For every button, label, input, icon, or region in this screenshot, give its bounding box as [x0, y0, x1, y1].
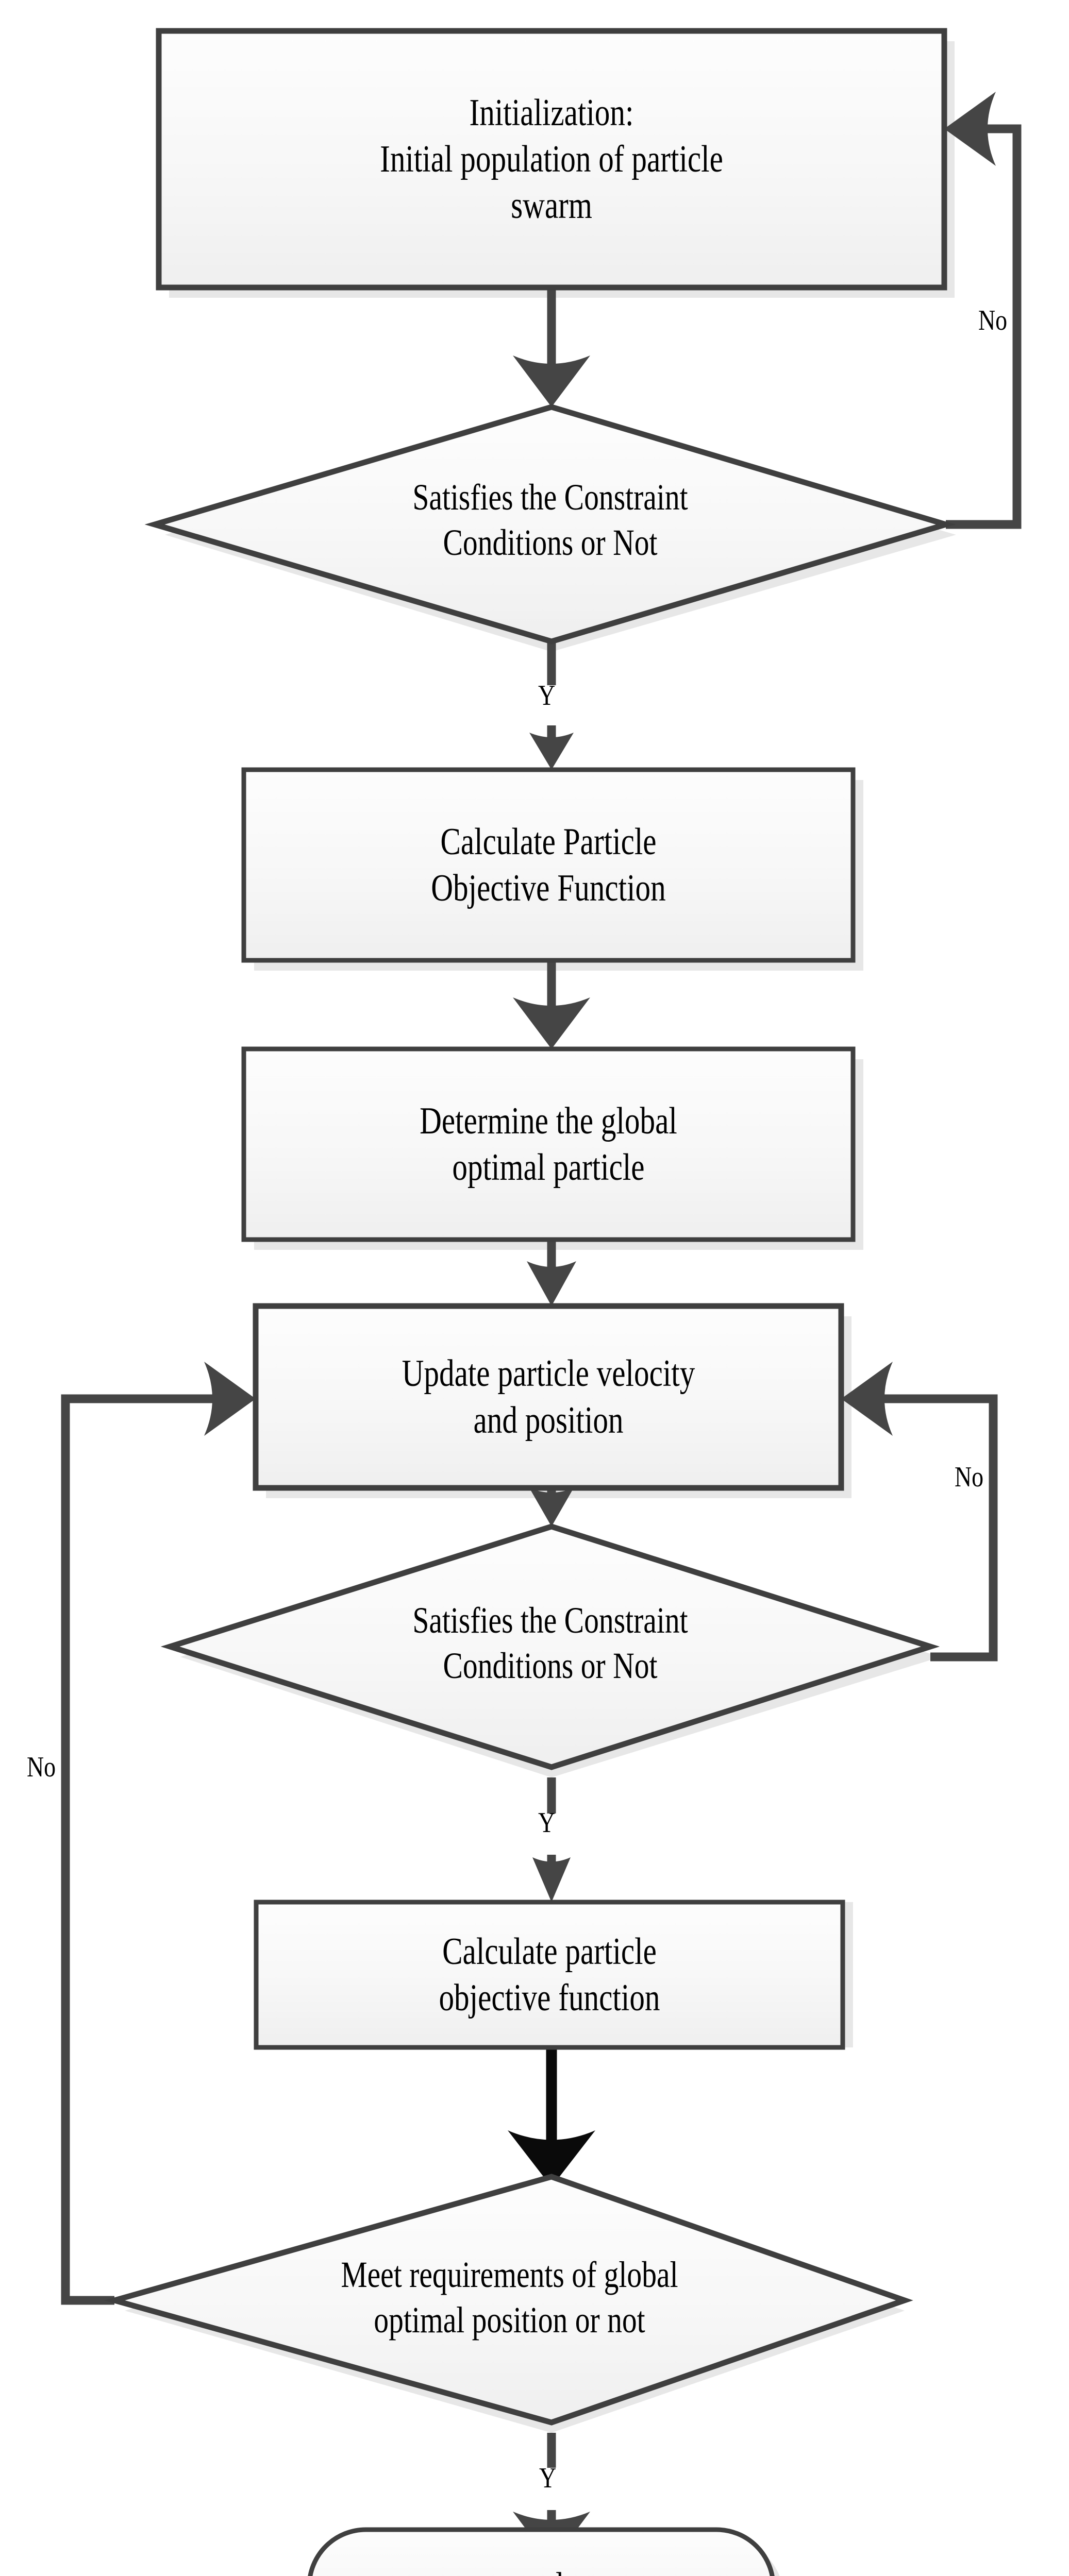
node-check2-shape [160, 1523, 940, 1770]
edge-label-y-2: Y [538, 1807, 556, 1839]
edge-label-no-3: No [27, 1751, 56, 1783]
edge-label-y-1: Y [538, 680, 556, 711]
node-globalbest-shape [241, 1046, 856, 1242]
node-init-shape [156, 28, 947, 291]
node-update-shape [253, 1303, 844, 1491]
shape-outlines [104, 28, 956, 2576]
node-check1-shape [144, 404, 956, 645]
node-calcobj1-shape [241, 767, 856, 963]
node-end-shape [308, 2527, 775, 2576]
node-calcobj2-shape [254, 1900, 845, 2050]
edge-label-no-2: No [955, 1461, 984, 1493]
edge-label-no-1: No [978, 304, 1008, 336]
node-check3-shape [104, 2174, 913, 2426]
connector-arrowhead-dark [508, 2130, 595, 2187]
edge-label-y-3: Y [539, 2462, 557, 2494]
